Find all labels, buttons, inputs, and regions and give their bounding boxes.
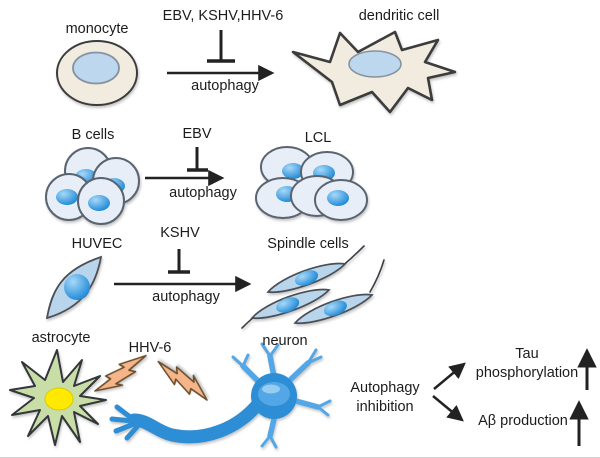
- huvec-nucleus: [64, 274, 90, 300]
- inhibition-tbar-row2-icon: [187, 147, 208, 172]
- neuron-label: neuron: [262, 333, 308, 349]
- astrocyte-cell: [9, 349, 107, 446]
- dendritic-cell-nucleus: [348, 50, 402, 78]
- lcl-cluster: [255, 146, 368, 221]
- tau-phosphorylation-label: Tau phosphorylation: [475, 346, 579, 381]
- b-cells-cluster: [45, 147, 140, 225]
- neuron-axon: [127, 397, 265, 444]
- monocyte-nucleus: [72, 51, 120, 85]
- row1-autophagy-label: autophagy: [191, 78, 259, 94]
- monocyte-cell: [56, 40, 138, 106]
- neuron-dendrites: [231, 342, 332, 449]
- spindle-cells-group: [241, 245, 385, 329]
- hhv6-label: HHV-6: [128, 340, 172, 356]
- row2-viruses-label: EBV: [182, 126, 212, 142]
- axon-terminal: [109, 404, 140, 441]
- huvec-label: HUVEC: [71, 236, 123, 252]
- abeta-production-label: Aβ production: [478, 413, 568, 429]
- row3-autophagy-label: autophagy: [152, 289, 220, 305]
- neuron-cell: [109, 342, 332, 449]
- spindle-cells-label: Spindle cells: [267, 236, 349, 252]
- autophagy-inhibition-label: Autophagy inhibition: [350, 380, 420, 415]
- huvec-cell: [45, 255, 103, 320]
- dendritic-cell-label: dendritic cell: [358, 8, 440, 24]
- arrow-to-abeta-icon: [432, 395, 464, 422]
- astrocyte-nucleus: [44, 387, 74, 411]
- b-cells-label: B cells: [71, 127, 115, 143]
- monocyte-label: monocyte: [65, 21, 129, 37]
- inhibition-tbar-row3-icon: [168, 249, 190, 274]
- lcl-label: LCL: [304, 130, 332, 146]
- row1-viruses-label: EBV, KSHV,HHV-6: [162, 8, 284, 24]
- row3-viruses-label: KSHV: [160, 225, 200, 241]
- dendritic-cell-shape: [291, 30, 457, 114]
- astrocyte-label: astrocyte: [31, 330, 91, 346]
- hhv6-lightning-bolt-right-icon: [157, 360, 208, 401]
- hhv6-lightning-bolt-left-icon: [94, 354, 147, 392]
- arrow-to-tau-icon: [433, 362, 466, 390]
- row2-autophagy-label: autophagy: [169, 185, 237, 201]
- inhibition-tbar-row1-icon: [207, 30, 235, 63]
